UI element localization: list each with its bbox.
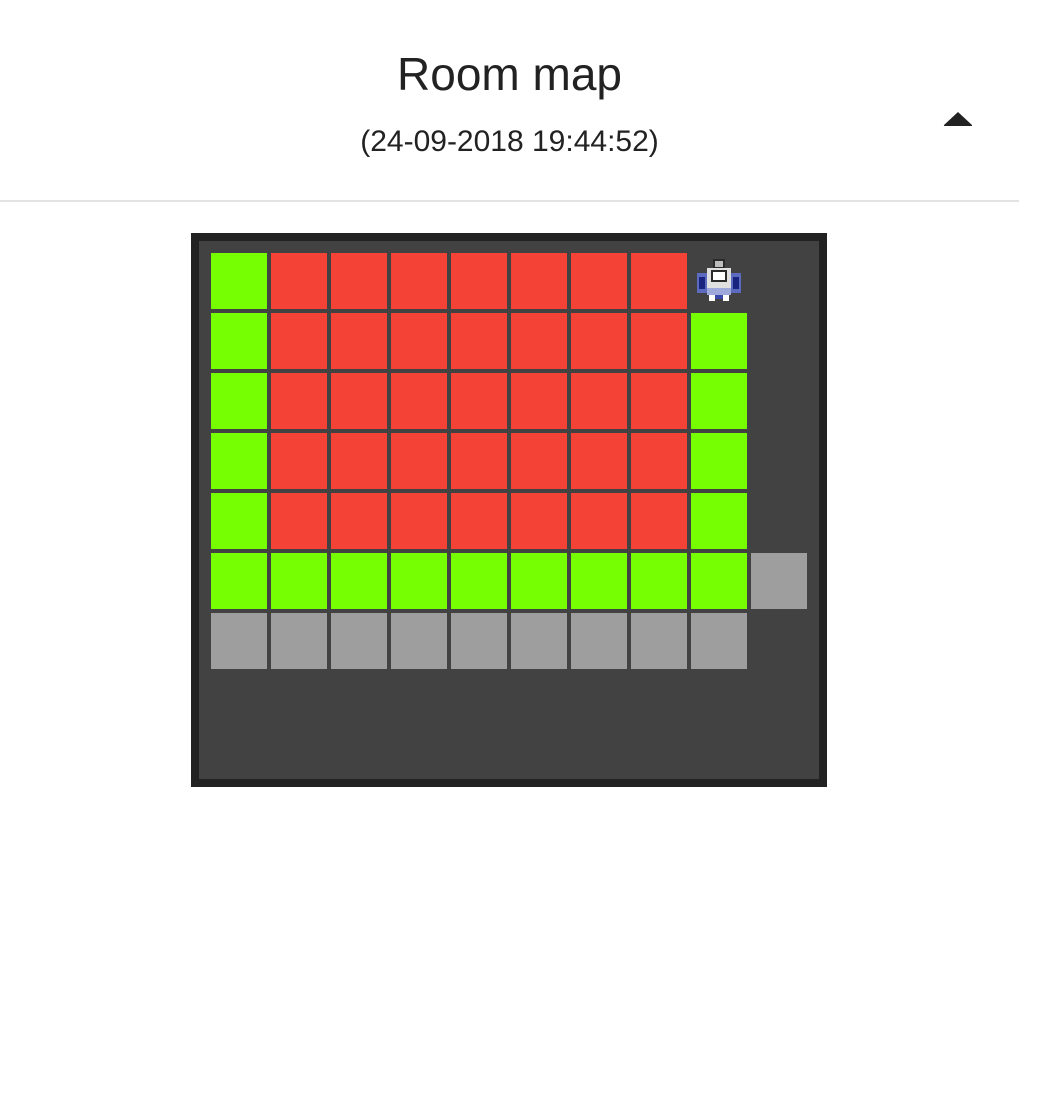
map-cell-obstacle <box>631 493 687 549</box>
map-cell-cleaned <box>691 553 747 609</box>
map-cell-obstacle <box>271 253 327 309</box>
map-cell-unexplored <box>571 613 627 669</box>
map-cell-cleaned <box>211 373 267 429</box>
map-cell-obstacle <box>631 313 687 369</box>
map-cell-unexplored <box>631 613 687 669</box>
map-cell-obstacle <box>511 313 567 369</box>
map-cell-cleaned <box>451 553 507 609</box>
map-cell-obstacle <box>511 433 567 489</box>
map-cell-cleaned <box>571 553 627 609</box>
map-cell-cleaned <box>211 253 267 309</box>
map-cell-obstacle <box>571 433 627 489</box>
map-cell-unexplored <box>271 613 327 669</box>
caret-up-icon <box>943 112 973 126</box>
map-cell-cleaned <box>211 433 267 489</box>
map-cell-obstacle <box>571 253 627 309</box>
map-cell-cleaned <box>511 553 567 609</box>
map-cell-cleaned <box>271 553 327 609</box>
map-cell-obstacle <box>271 373 327 429</box>
map-cell-obstacle <box>391 313 447 369</box>
map-cell-obstacle <box>571 313 627 369</box>
map-cell-unexplored <box>331 613 387 669</box>
map-cell-obstacle <box>391 253 447 309</box>
room-map <box>191 233 827 787</box>
map-cell-obstacle <box>331 373 387 429</box>
collapse-button[interactable] <box>938 104 978 134</box>
map-cell-obstacle <box>271 493 327 549</box>
map-cell-cleaned <box>391 553 447 609</box>
map-cell-obstacle <box>451 433 507 489</box>
map-cell-obstacle <box>631 433 687 489</box>
map-cell-obstacle <box>391 433 447 489</box>
map-cell-obstacle <box>571 493 627 549</box>
map-cell-obstacle <box>631 253 687 309</box>
map-cell-obstacle <box>451 373 507 429</box>
map-cell-obstacle <box>391 373 447 429</box>
map-cell-obstacle <box>511 373 567 429</box>
page-title: Room map <box>397 48 622 100</box>
map-cell-obstacle <box>631 373 687 429</box>
map-cell-obstacle <box>331 253 387 309</box>
map-cell-obstacle <box>511 253 567 309</box>
map-cell-obstacle <box>331 493 387 549</box>
map-cell-unexplored <box>751 553 807 609</box>
map-cell-unexplored <box>511 613 567 669</box>
map-cell-obstacle <box>331 313 387 369</box>
map-cell-cleaned <box>331 553 387 609</box>
map-cell-cleaned <box>211 553 267 609</box>
map-cell-obstacle <box>271 433 327 489</box>
map-timestamp: (24-09-2018 19:44:52) <box>360 125 659 158</box>
robot-vacuum-icon <box>691 253 747 309</box>
map-cell-unexplored <box>691 613 747 669</box>
map-cell-obstacle <box>451 253 507 309</box>
map-cell-obstacle <box>271 313 327 369</box>
map-cell-cleaned <box>211 313 267 369</box>
map-cell-cleaned <box>691 433 747 489</box>
map-cell-cleaned <box>691 373 747 429</box>
map-cell-cleaned <box>631 553 687 609</box>
map-cell-obstacle <box>331 433 387 489</box>
map-cell-cleaned <box>691 313 747 369</box>
map-header: Room map (24-09-2018 19:44:52) <box>0 0 1019 202</box>
map-cell-cleaned <box>211 493 267 549</box>
map-cell-obstacle <box>451 313 507 369</box>
map-cell-obstacle <box>391 493 447 549</box>
map-cell-unexplored <box>211 613 267 669</box>
map-cell-obstacle <box>451 493 507 549</box>
map-cell-cleaned <box>691 493 747 549</box>
map-cell-unexplored <box>451 613 507 669</box>
map-cell-obstacle <box>571 373 627 429</box>
map-cell-obstacle <box>511 493 567 549</box>
map-cell-unexplored <box>391 613 447 669</box>
